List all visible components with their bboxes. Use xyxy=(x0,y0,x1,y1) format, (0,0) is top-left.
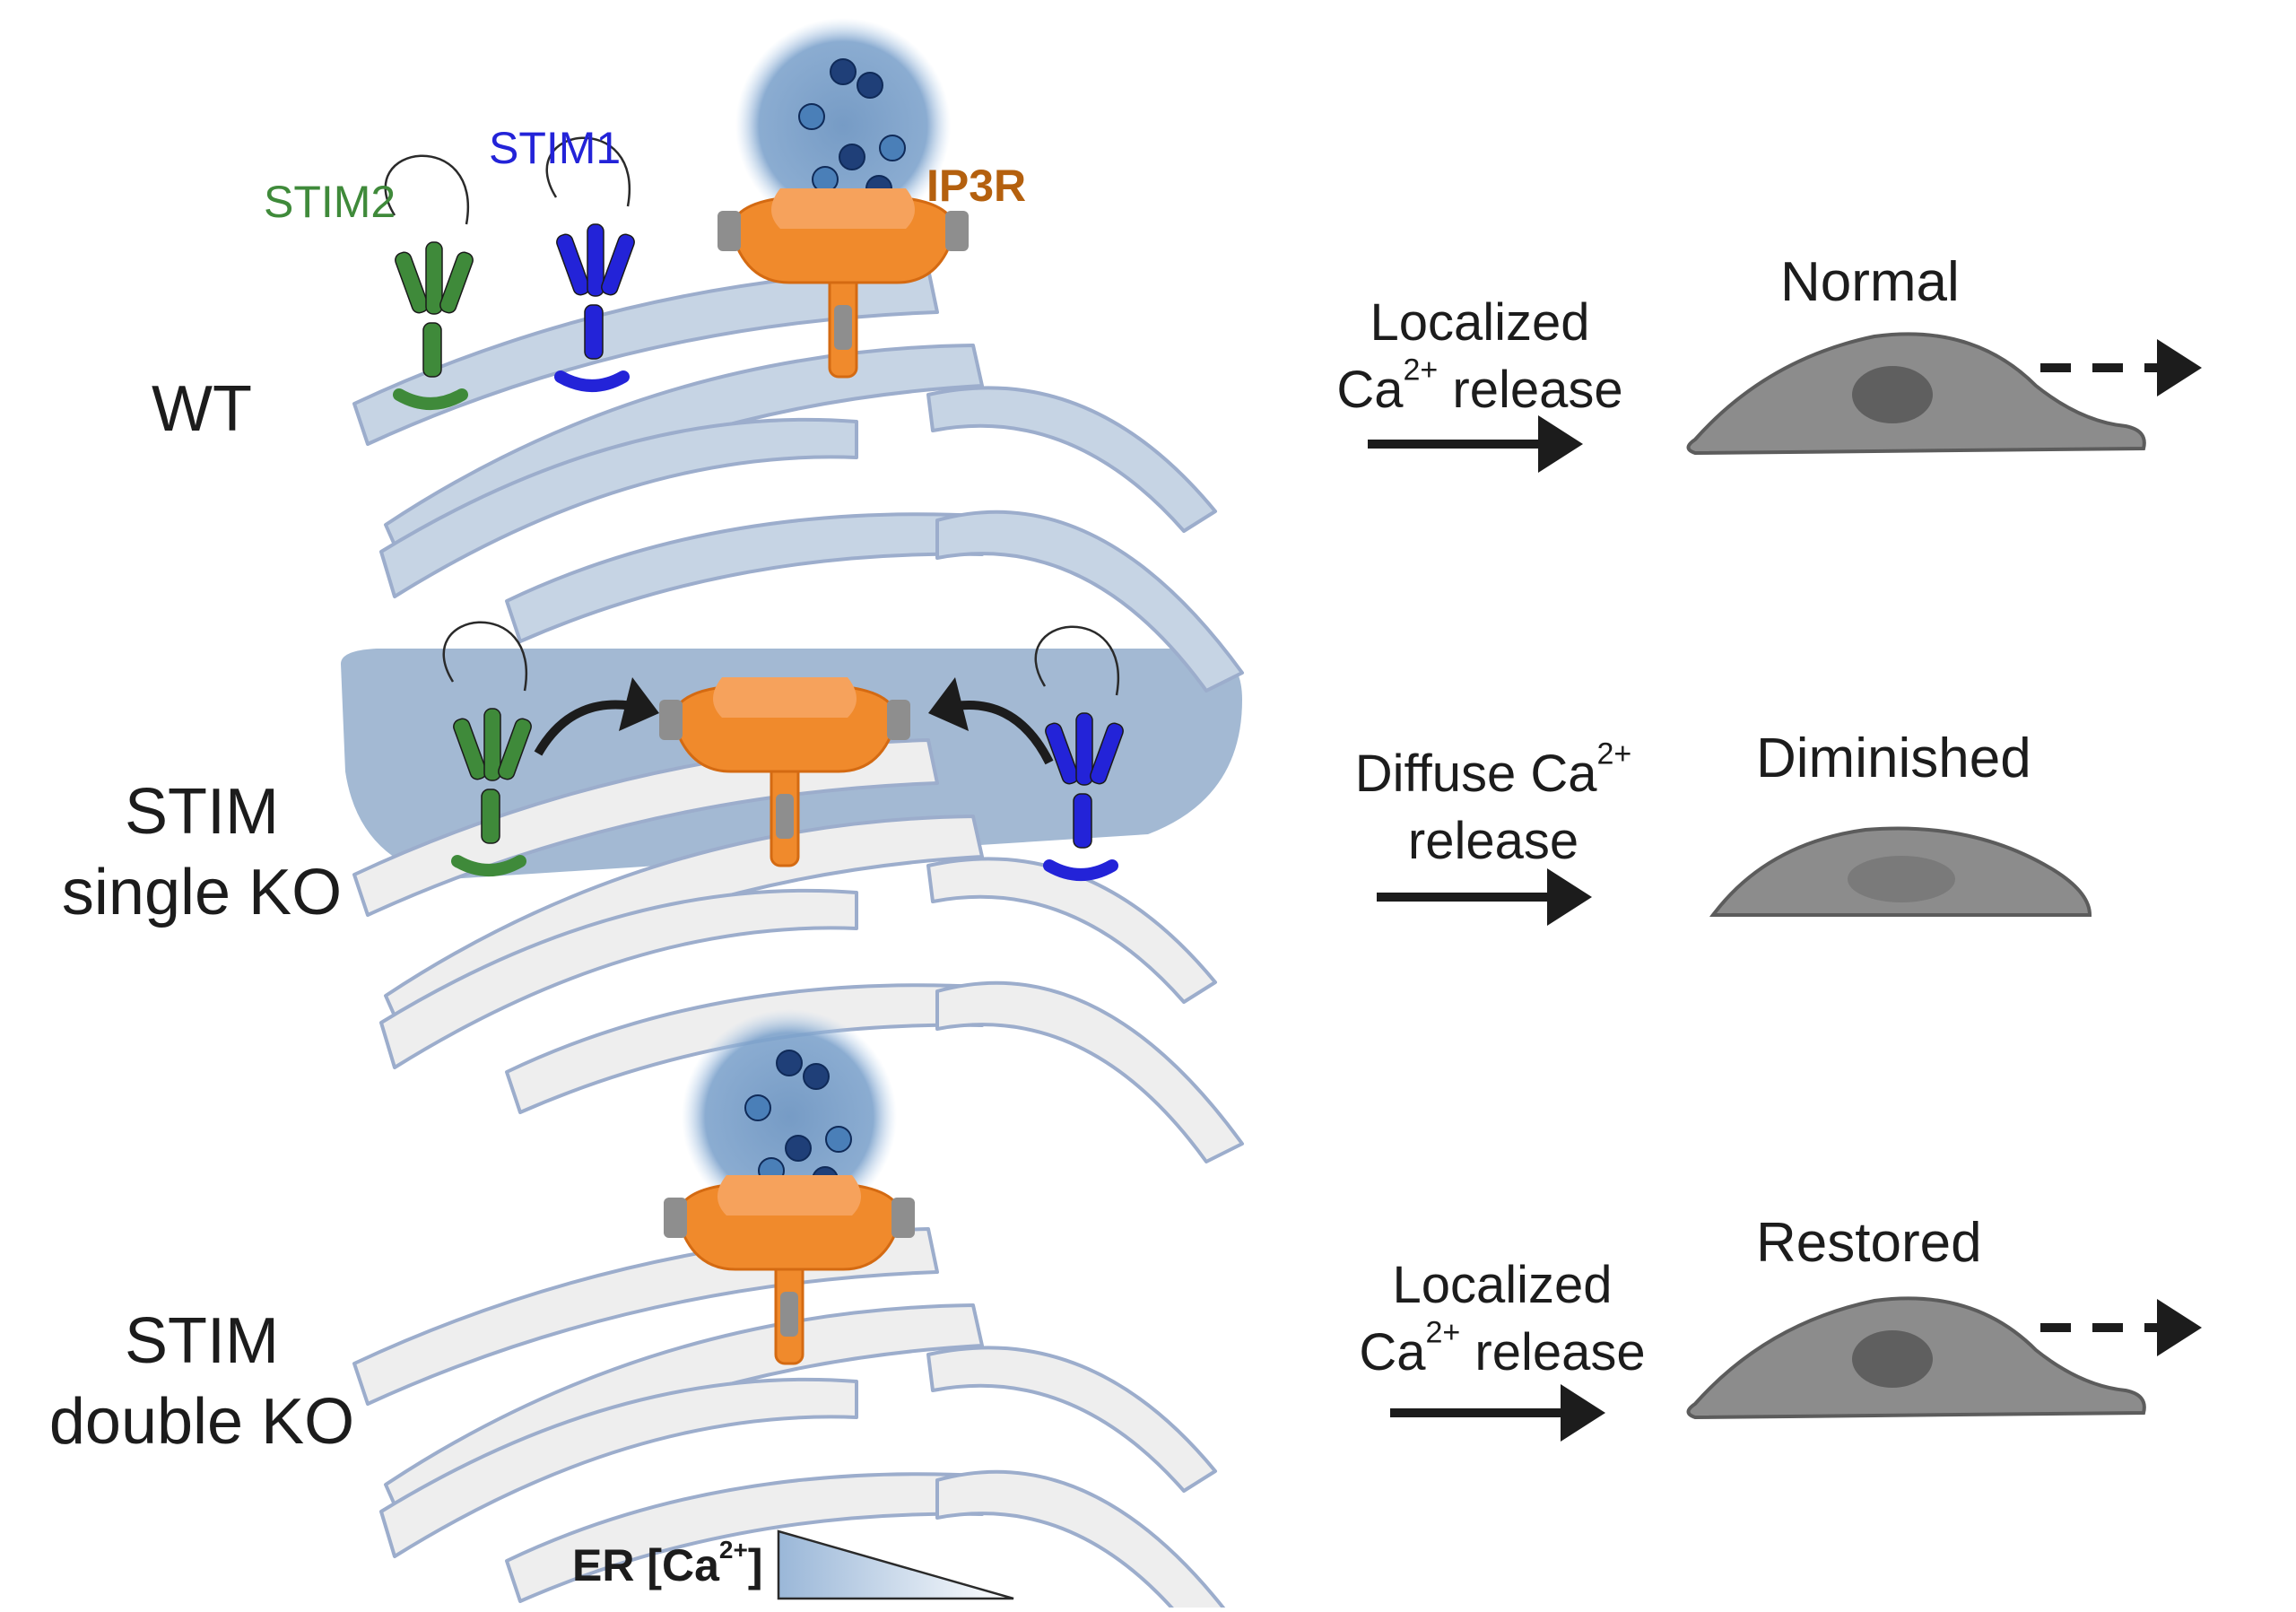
wt-cell xyxy=(1686,332,2146,456)
outcome-diminished: Diminished xyxy=(1756,728,2031,789)
single-ip3r-channel-top xyxy=(713,677,857,718)
wt-stim2-domain-4 xyxy=(422,322,442,378)
single-stim1-domain-3 xyxy=(1090,722,1124,785)
wt-er-sheet-1 xyxy=(352,267,939,446)
wt-stim1-domain-3 xyxy=(601,233,635,296)
wt-calcium-ion-4 xyxy=(879,135,906,161)
single-stim2-domain-1 xyxy=(453,718,487,780)
single-ip3r-domain-left xyxy=(659,700,683,740)
wt-er-sheet-3 xyxy=(379,417,858,598)
single-ko-stim2-move-arrow-head xyxy=(619,677,659,731)
single-stim2-domain-4 xyxy=(481,789,500,844)
row-label-wt: WT xyxy=(152,373,252,445)
double-ko-er-sheet-3 xyxy=(379,1377,858,1558)
row-label-single-ko: STIM single KO xyxy=(61,776,343,928)
wt-stim1-domain-1 xyxy=(556,233,590,296)
wt-stim2 xyxy=(384,154,474,410)
wt-cell-nucleus xyxy=(1852,366,1933,423)
double-calcium-ion-5 xyxy=(785,1135,812,1162)
wt-stim2-domain-1 xyxy=(395,251,429,314)
wt-calcium-ion-1 xyxy=(830,58,857,85)
wt-stim1-linker xyxy=(545,136,631,207)
wt-calcium-ion-3 xyxy=(857,72,883,99)
single-ip3r xyxy=(659,677,910,867)
wt-stim2-linker xyxy=(384,154,470,225)
wt-calcium-cloud xyxy=(735,18,951,233)
single-stim2-domain-3 xyxy=(498,718,532,780)
double-ip3r-domain-right xyxy=(891,1198,915,1238)
double-ko-er-sheet-6 xyxy=(926,1346,1217,1493)
wt-ip3r-domain-center xyxy=(834,305,852,350)
er-calcium-gradient-wedge xyxy=(777,1529,1014,1600)
single-ko-cell-nucleus-g xyxy=(1848,856,1955,902)
wt-er-sheet-6 xyxy=(926,386,1217,533)
single-stim1 xyxy=(1034,625,1124,881)
single-stim1-domain-1 xyxy=(1045,722,1079,785)
single-ip3r-domain-right xyxy=(887,700,910,740)
double-ip3r-domain-center xyxy=(780,1292,798,1337)
stim2-label: STIM2 xyxy=(264,177,396,227)
single-stim1-domain-2 xyxy=(1075,712,1093,786)
double-calcium-ion-2 xyxy=(744,1094,771,1121)
single-ko-flow-arrow-head xyxy=(1547,868,1592,926)
flow-text-single-ko: Diffuse Ca2+ release xyxy=(1354,736,1632,871)
wt-stim1-luminal-domain xyxy=(554,370,630,392)
wt-calcium-ion-6 xyxy=(812,166,839,193)
wt-ip3r xyxy=(718,188,969,379)
stim1-label: STIM1 xyxy=(489,123,622,173)
single-stim1-linker xyxy=(1034,625,1120,696)
double-calcium-ion-1 xyxy=(776,1050,803,1076)
row-label-double-ko: STIM double KO xyxy=(48,1305,355,1458)
wt-ip3r-domain-left xyxy=(718,211,741,251)
wt-ip3r-domain-right xyxy=(945,211,969,251)
double-ip3r xyxy=(664,1175,915,1365)
single-stim2-linker xyxy=(442,621,528,692)
wt-ip3r-channel-top xyxy=(771,188,915,229)
single-ko-er-sheet-3 xyxy=(379,888,858,1069)
single-stim2 xyxy=(442,621,532,876)
double-calcium-ion-4 xyxy=(825,1126,852,1153)
single-stim2-luminal-domain xyxy=(451,855,526,876)
double-calcium-ion-3 xyxy=(803,1063,830,1090)
wt-stim1 xyxy=(545,136,635,392)
single-stim1-luminal-domain xyxy=(1043,859,1118,881)
wt-er-sheet-4 xyxy=(505,512,984,643)
wt-er xyxy=(352,267,1244,693)
single-ko-stim1-move-arrow-head xyxy=(928,677,969,731)
single-ip3r-domain-center xyxy=(776,794,794,839)
ip3r-label: IP3R xyxy=(926,161,1027,211)
single-stim2-domain-2 xyxy=(483,708,501,781)
wt-migration-arrow-head xyxy=(2157,339,2202,396)
wt-cloud xyxy=(735,18,951,233)
wt-flow-arrow-head xyxy=(1538,415,1583,473)
double-ko-flow-arrow-head xyxy=(1561,1384,1605,1442)
single-ko-er-sheet-6 xyxy=(926,857,1217,1004)
wt-stim1-domain-2 xyxy=(587,223,604,297)
double-ip3r-domain-left xyxy=(664,1198,687,1238)
double-ko-cell xyxy=(1686,1296,2146,1420)
double-ko-cell-nucleus xyxy=(1852,1330,1933,1388)
er-calcium-legend-label: ER [Ca2+] xyxy=(572,1535,763,1590)
single-stim1-domain-4 xyxy=(1073,793,1092,849)
double-ip3r-channel-top xyxy=(718,1175,861,1216)
wt-stim1-domain-4 xyxy=(584,304,604,360)
wt-stim2-luminal-domain xyxy=(393,388,468,410)
flow-text-double-ko: Localized Ca2+ release xyxy=(1359,1256,1646,1382)
single-ko-er-sheet-5 xyxy=(935,980,1244,1163)
flow-text-wt: Localized Ca2+ release xyxy=(1336,293,1623,420)
double-calcium-cloud xyxy=(682,1009,897,1224)
wt-stim2-domain-2 xyxy=(425,241,443,315)
double-ko-migration-arrow-head xyxy=(2157,1299,2202,1356)
wt-stim2-domain-3 xyxy=(439,251,474,314)
outcome-normal: Normal xyxy=(1780,251,1960,313)
outcome-restored: Restored xyxy=(1756,1212,1982,1274)
single-ko-cell-nucleus xyxy=(1848,856,1955,902)
wt-calcium-ion-5 xyxy=(839,144,865,170)
double-ko-er-sheet-5 xyxy=(935,1469,1230,1612)
wt-er-sheet-5 xyxy=(935,510,1244,693)
wt-calcium-ion-2 xyxy=(798,103,825,130)
